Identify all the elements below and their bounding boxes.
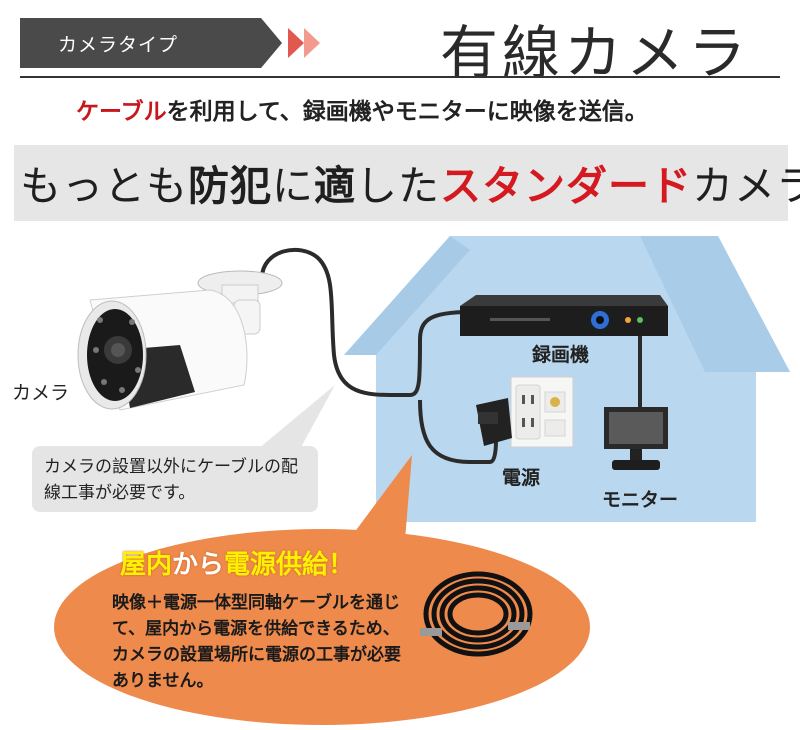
note-pointer: [258, 385, 335, 449]
power-adapter-icon: [476, 398, 512, 446]
callout-body-text: を通じて、屋内から電源を供給できるため、カメラの設置場所に電源の工事が必要ありま…: [112, 593, 401, 691]
category-tag-label: カメラタイプ: [58, 34, 179, 56]
video-cable: [260, 247, 471, 397]
dvr-recorder-icon: [460, 295, 668, 336]
divider: [20, 76, 780, 78]
page-title: 有線カメラ: [440, 19, 751, 87]
subtitle-text: を利用して、録画機やモニターに映像を送信。: [166, 99, 648, 125]
bullet-camera-icon: [77, 270, 283, 411]
headline-part: に: [272, 162, 314, 210]
headline-highlight: スタンダード: [440, 162, 692, 210]
camera-label: カメラ: [12, 382, 70, 404]
outlet-label: 電源: [502, 467, 541, 489]
power-cable: [418, 399, 498, 464]
subtitle: ケーブルを利用して、録画機やモニターに映像を送信。: [76, 92, 648, 126]
recorder-label: 録画機: [532, 344, 590, 366]
power-callout-body: 映像＋電源一体型同軸ケーブルを通じて、屋内から電源を供給できるため、カメラの設置…: [112, 590, 412, 694]
wall-outlet-icon: [510, 376, 574, 448]
callout-title-part: 屋内: [120, 550, 173, 580]
coax-cable-icon: [420, 571, 533, 657]
headline-part: した: [356, 162, 440, 210]
subtitle-highlight: ケーブル: [76, 99, 167, 125]
chevron-right-icon: [288, 28, 304, 58]
callout-title-part: ！: [328, 550, 355, 580]
note-text: カメラの設置以外にケーブルの配線工事が必要です。: [44, 457, 298, 503]
category-tag: [20, 18, 282, 68]
headline-part: もっとも: [20, 162, 188, 210]
note-box: [32, 446, 318, 512]
monitor-icon: [604, 407, 668, 470]
headline-banner: [14, 145, 788, 221]
headline-text: もっとも防犯に適したスタンダードカメラ: [20, 152, 800, 212]
headline-part: カメラ: [692, 162, 800, 210]
monitor-label: モニター: [602, 489, 679, 511]
headline-part: 適: [314, 162, 356, 210]
headline-part: 防犯: [188, 162, 272, 210]
callout-body-strong: 映像＋電源一体型同軸ケーブル: [112, 593, 349, 613]
chevron-right-icon: [304, 28, 320, 58]
power-callout-title: 屋内から電源供給！: [120, 544, 354, 581]
callout-title-part: 電源供給: [224, 550, 329, 580]
callout-title-part: から: [172, 550, 225, 580]
